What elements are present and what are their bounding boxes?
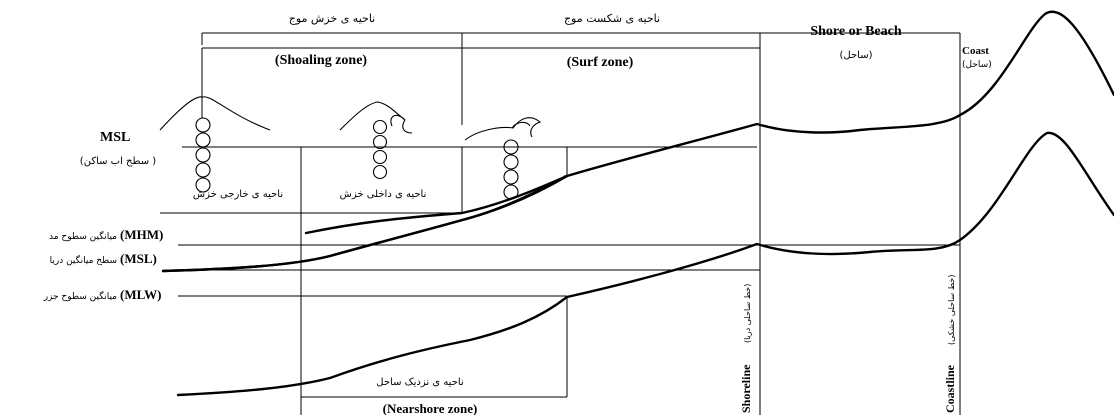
- shoreline-label: Shoreline (خط ساحلی دریا): [739, 284, 753, 413]
- wave-inner-shoaling: [339, 101, 413, 180]
- wave-surf: [464, 117, 542, 200]
- msl-top-en-label: MSL: [100, 130, 130, 145]
- shore-zone-en-label: Shore or Beach: [810, 24, 901, 39]
- coastline-en-label: Coastline: [943, 364, 957, 413]
- shoaling-zone-fa-label: ناحیه ی خزش موج: [289, 12, 376, 25]
- middle-profile-to-shore: [161, 174, 569, 273]
- outer-shoaling-fa-label: ناحیه ی خارجی خزش: [193, 189, 283, 200]
- msl-top-fa-label: (سطح اب ساکن ): [80, 156, 156, 167]
- inner-shoaling-fa-label: ناحیه ی داخلی خزش: [340, 189, 427, 200]
- nearshore-fa-label: ناحیه ی نزدیک ساحل: [376, 377, 463, 388]
- lower-seabed-profile: [176, 131, 1114, 397]
- coastline-fa-label: (خط ساحلی خشکی): [947, 275, 956, 345]
- upper-seabed-profile: [304, 10, 1114, 235]
- shoaling-zone-en-label: (Shoaling zone): [275, 53, 368, 68]
- shoreline-en-label: Shoreline: [739, 364, 753, 413]
- shore-zone-fa-label: (ساحل): [840, 50, 873, 61]
- shoreline-fa-label: (خط ساحلی دریا): [743, 284, 752, 343]
- nearshore-en-label: (Nearshore zone): [383, 401, 478, 415]
- coast-en-label: Coast: [962, 45, 989, 57]
- msl-en-label: (MSL): [120, 251, 157, 266]
- mhm-en-label: (MHM): [120, 227, 163, 242]
- mhm-fa-label: میانگین سطوح مد: [49, 230, 117, 242]
- surf-zone-fa-label: ناحیه ی شکست موج: [564, 12, 660, 25]
- msl-fa-label: سطح میانگین دریا: [50, 254, 117, 266]
- mlw-fa-label: میانگین سطوح جزر: [43, 290, 117, 302]
- coastline-label: Coastline (خط ساحلی خشکی): [943, 275, 957, 413]
- surf-zone-en-label: (Surf zone): [567, 55, 634, 70]
- coast-fa-label: (ساحل): [962, 60, 992, 70]
- wave-outer-shoaling: [159, 96, 271, 193]
- mlw-en-label: (MLW): [120, 287, 161, 302]
